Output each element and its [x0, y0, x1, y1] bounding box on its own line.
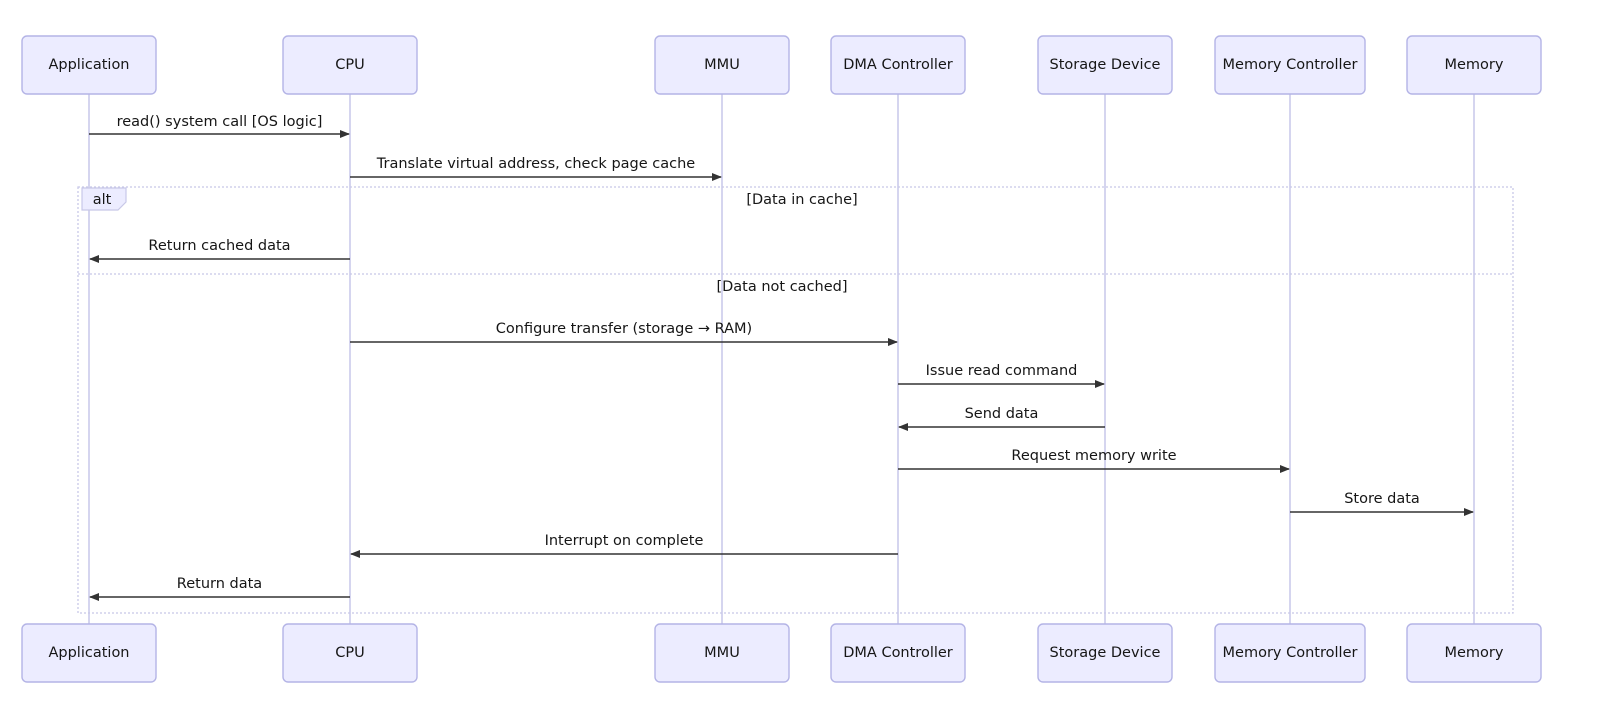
lifelines-group	[88, 94, 1475, 624]
participant-cpu-top[interactable]: CPU	[282, 35, 418, 95]
cond-data-in-cache: [Data in cache]	[746, 192, 857, 208]
participant-memory-top[interactable]: Memory	[1406, 35, 1542, 95]
participant-label-memory-controller: Memory Controller	[1223, 645, 1358, 661]
cond-data-not-cached: [Data not cached]	[716, 279, 847, 295]
alt-fragment-frame	[77, 186, 1514, 614]
participant-box-dma-controller[interactable]	[830, 623, 966, 683]
message-m3: Return cached data	[89, 238, 350, 263]
message-m1: read() system call [OS logic]	[89, 114, 350, 138]
participant-label-application: Application	[48, 645, 129, 661]
alt-fragment-group: alt [Data in cache] [Data not cached]	[77, 186, 1514, 614]
message-m7: Request memory write	[898, 448, 1290, 473]
participant-storage-device-top[interactable]: Storage Device	[1037, 35, 1173, 95]
message-label-m7: Request memory write	[1011, 448, 1176, 464]
message-label-m1: read() system call [OS logic]	[117, 114, 323, 130]
participant-box-memory-controller[interactable]	[1214, 623, 1366, 683]
participant-box-memory-controller[interactable]	[1214, 35, 1366, 95]
participant-box-application[interactable]	[21, 35, 157, 95]
participant-memory-bottom[interactable]: Memory	[1406, 623, 1542, 683]
participant-label-dma-controller: DMA Controller	[843, 57, 953, 73]
actor-boxes-bottom: Application CPU MMU DMA Controller Storage D…	[21, 623, 1542, 683]
message-label-m8: Store data	[1344, 491, 1420, 507]
participant-label-mmu: MMU	[704, 645, 740, 661]
participant-mmu-top[interactable]: MMU	[654, 35, 790, 95]
participant-label-memory: Memory	[1445, 645, 1504, 661]
participant-label-mmu: MMU	[704, 57, 740, 73]
message-m4: Configure transfer (storage → RAM)	[350, 321, 898, 346]
participant-box-application[interactable]	[21, 623, 157, 683]
participant-application-top[interactable]: Application	[21, 35, 157, 95]
message-label-m6: Send data	[965, 406, 1039, 422]
participant-label-memory: Memory	[1445, 57, 1504, 73]
message-m6: Send data	[898, 406, 1105, 431]
participant-label-storage-device: Storage Device	[1050, 57, 1161, 73]
participant-box-cpu[interactable]	[282, 35, 418, 95]
participant-storage-device-bottom[interactable]: Storage Device	[1037, 623, 1173, 683]
message-m9: Interrupt on complete	[350, 533, 898, 558]
message-label-m2: Translate virtual address, check page ca…	[376, 156, 696, 172]
participant-memory-controller-bottom[interactable]: Memory Controller	[1214, 623, 1366, 683]
participant-application-bottom[interactable]: Application	[21, 623, 157, 683]
participant-box-memory[interactable]	[1406, 623, 1542, 683]
message-m8: Store data	[1290, 491, 1474, 516]
participant-dma-controller-bottom[interactable]: DMA Controller	[830, 623, 966, 683]
participant-box-storage-device[interactable]	[1037, 35, 1173, 95]
participant-box-dma-controller[interactable]	[830, 35, 966, 95]
participant-box-mmu[interactable]	[654, 35, 790, 95]
participant-dma-controller-top[interactable]: DMA Controller	[830, 35, 966, 95]
alt-tag-label: alt	[93, 192, 112, 208]
message-label-m3: Return cached data	[148, 238, 290, 254]
participant-label-storage-device: Storage Device	[1050, 645, 1161, 661]
message-m5: Issue read command	[898, 363, 1105, 388]
message-m2: Translate virtual address, check page ca…	[350, 156, 722, 181]
actor-boxes-top: Application CPU MMU DMA Controller Storage D…	[21, 35, 1542, 95]
participant-box-memory[interactable]	[1406, 35, 1542, 95]
participant-box-mmu[interactable]	[654, 623, 790, 683]
participant-cpu-bottom[interactable]: CPU	[282, 623, 418, 683]
participant-label-cpu: CPU	[335, 57, 364, 73]
participant-mmu-bottom[interactable]: MMU	[654, 623, 790, 683]
message-m10: Return data	[89, 576, 350, 601]
participant-box-storage-device[interactable]	[1037, 623, 1173, 683]
participant-box-cpu[interactable]	[282, 623, 418, 683]
message-label-m10: Return data	[177, 576, 262, 592]
participant-label-memory-controller: Memory Controller	[1223, 57, 1358, 73]
participant-memory-controller-top[interactable]: Memory Controller	[1214, 35, 1366, 95]
message-label-m4: Configure transfer (storage → RAM)	[496, 321, 752, 337]
messages-group: read() system call [OS logic] Translate v…	[89, 114, 1474, 601]
alt-tag-shape	[81, 187, 127, 211]
participant-label-cpu: CPU	[335, 645, 364, 661]
participant-label-application: Application	[48, 57, 129, 73]
participant-label-dma-controller: DMA Controller	[843, 645, 953, 661]
message-label-m9: Interrupt on complete	[545, 533, 704, 549]
message-label-m5: Issue read command	[926, 363, 1078, 379]
